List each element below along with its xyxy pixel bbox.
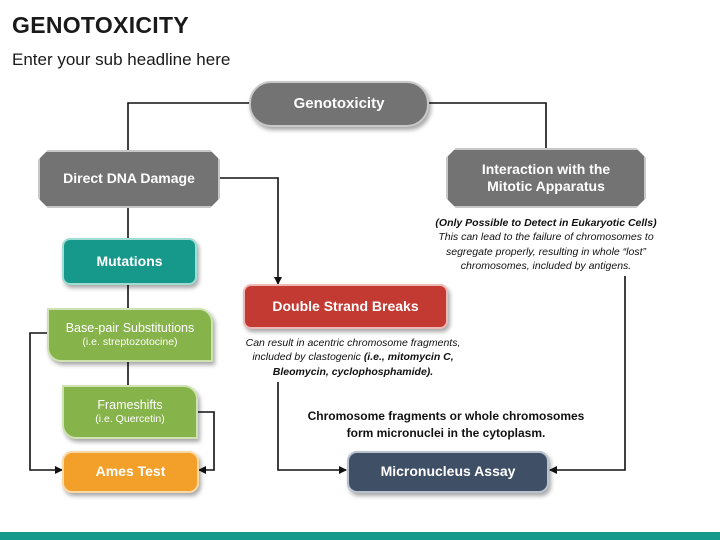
micronuclei-note: Chromosome fragments or whole chromosome… (290, 408, 602, 442)
dsb-note: Can result in acentric chromosome fragme… (222, 336, 484, 379)
node-mutations-label: Mutations (96, 252, 163, 269)
node-base-pair-title: Base-pair Substitutions (65, 320, 195, 335)
node-double-strand-breaks-label: Double Strand Breaks (272, 297, 419, 314)
node-frameshifts-example: (i.e. Quercetin) (95, 413, 165, 426)
connector-dsb-to-micronucleus (277, 382, 347, 474)
node-mutations: Mutations (62, 238, 197, 285)
dsb-note-line1: Can result in acentric chromosome fragme… (245, 337, 461, 349)
mitotic-note-line3: segregate properly, resulting in whole “… (446, 245, 646, 258)
bottom-accent-bar (0, 532, 720, 540)
node-genotoxicity: Genotoxicity (249, 81, 429, 127)
connector-basepair-to-ames (29, 332, 63, 474)
mitotic-note-line1: (Only Possible to Detect in Eukaryotic C… (435, 217, 657, 229)
node-frameshifts-title: Frameshifts (97, 397, 163, 412)
node-micronucleus-assay: Micronucleus Assay (347, 451, 549, 493)
connector-root-to-mitotic (428, 102, 547, 148)
page-title: GENOTOXICITY (12, 12, 189, 38)
connector-mitotic-to-micronucleus (549, 276, 626, 474)
connector-root-to-direct (127, 102, 250, 150)
dsb-note-line2-prefix: included by clastogenic (252, 351, 364, 364)
connector-frameshifts-to-ames (198, 411, 215, 474)
mitotic-note: (Only Possible to Detect in Eukaryotic C… (412, 216, 680, 274)
connector-direct-to-dsb (220, 177, 282, 285)
dsb-note-line2: included by clastogenic (i.e., mitomycin… (222, 350, 484, 364)
micronuclei-note-line1: Chromosome fragments or whole chromosome… (307, 409, 585, 423)
page-subtitle: Enter your sub headline here (12, 50, 231, 69)
dsb-note-line3: Bleomycin, cyclophosphamide). (272, 365, 434, 378)
node-mitotic-apparatus-line2: Mitotic Apparatus (487, 178, 605, 194)
node-ames-test-label: Ames Test (95, 463, 166, 480)
node-double-strand-breaks: Double Strand Breaks (243, 284, 448, 329)
node-micronucleus-assay-label: Micronucleus Assay (380, 463, 516, 480)
micronuclei-note-line2: form micronuclei in the cytoplasm. (346, 425, 546, 440)
dsb-note-line2-bold: (i.e., mitomycin C, (363, 351, 454, 364)
node-direct-dna-damage-label: Direct DNA Damage (63, 170, 195, 187)
mitotic-note-line4: chromosomes, included by antigens. (460, 260, 632, 273)
node-mitotic-apparatus-line1: Interaction with the (481, 160, 611, 177)
node-base-pair-substitutions: Base-pair Substitutions (i.e. streptozot… (47, 308, 213, 362)
node-base-pair-example: (i.e. streptozotocine) (82, 336, 178, 349)
mitotic-note-line2: This can lead to the failure of chromoso… (438, 231, 654, 244)
node-direct-dna-damage: Direct DNA Damage (38, 150, 220, 208)
node-ames-test: Ames Test (62, 451, 199, 493)
node-genotoxicity-label: Genotoxicity (293, 94, 385, 112)
node-mitotic-apparatus: Interaction with the Mitotic Apparatus (446, 148, 646, 208)
node-frameshifts: Frameshifts (i.e. Quercetin) (62, 385, 198, 439)
